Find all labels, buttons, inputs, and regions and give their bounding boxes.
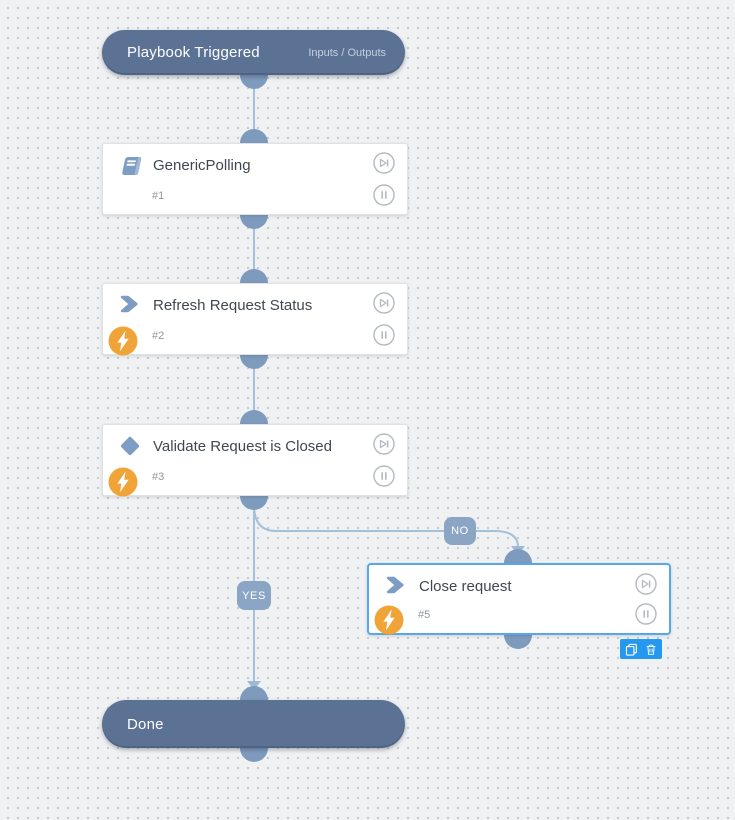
task-node-close-request[interactable]: Close request #5 [367,563,671,635]
skip-task-icon[interactable] [635,573,657,595]
skip-task-icon[interactable] [373,292,395,314]
automation-bolt-badge [374,605,404,635]
task-title: GenericPolling [153,157,251,174]
automation-bolt-badge [108,326,138,356]
condition-icon [118,434,144,458]
trigger-title: Playbook Triggered [127,44,260,61]
task-title: Validate Request is Closed [153,438,332,455]
skip-task-icon[interactable] [373,152,395,174]
pause-task-icon[interactable] [635,603,657,625]
automation-icon [118,294,144,318]
task-id: #5 [418,609,431,621]
sub-playbook-icon [118,154,144,178]
skip-task-icon[interactable] [373,433,395,455]
task-node-genericpolling[interactable]: GenericPolling #1 [102,143,408,215]
task-title: Refresh Request Status [153,297,313,314]
task-node-refresh-request-status[interactable]: Refresh Request Status #2 [102,283,408,356]
task-title: Close request [419,578,512,595]
trigger-node[interactable]: Playbook Triggered Inputs / Outputs [102,30,405,75]
delete-task-button[interactable] [643,641,659,657]
done-node[interactable]: Done [102,700,405,748]
task-node-validate-request-closed[interactable]: Validate Request is Closed #3 [102,424,408,497]
inputs-outputs-link[interactable]: Inputs / Outputs [308,46,386,59]
copy-task-button[interactable] [623,641,639,657]
pause-task-icon[interactable] [373,465,395,487]
arrowhead [247,681,261,690]
automation-icon [384,575,410,599]
branch-label-yes: YES [237,581,271,610]
done-title: Done [127,715,164,733]
selected-task-action-bar [620,639,662,659]
task-id: #2 [152,330,165,342]
task-id: #1 [152,190,165,202]
pause-task-icon[interactable] [373,184,395,206]
pause-task-icon[interactable] [373,324,395,346]
task-id: #3 [152,471,165,483]
edge-no-branch [253,504,519,548]
automation-bolt-badge [108,467,138,497]
branch-label-no: NO [444,517,476,545]
